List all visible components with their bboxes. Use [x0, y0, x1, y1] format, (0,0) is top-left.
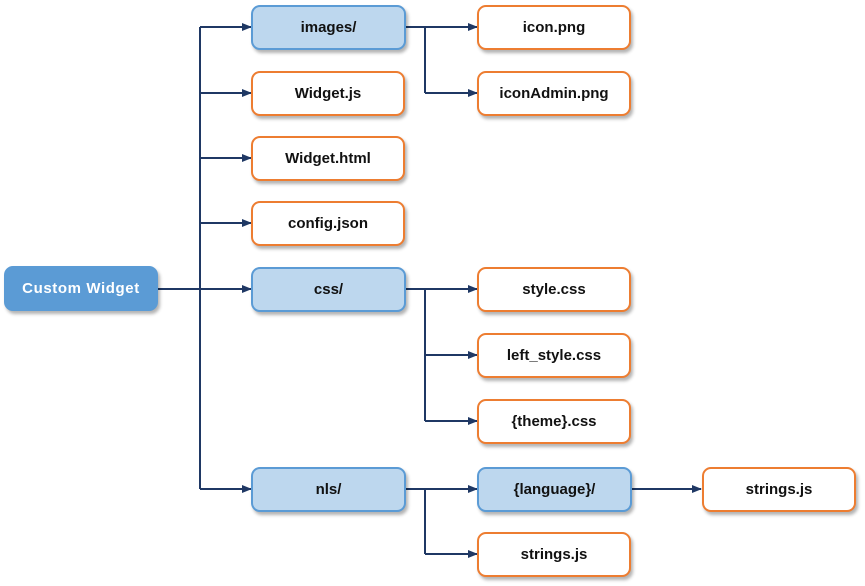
- file-node-left-style-css: left_style.css: [477, 333, 631, 378]
- file-node-theme-css: {theme}.css: [477, 399, 631, 444]
- file-node-widget-js: Widget.js: [251, 71, 405, 116]
- root-node-custom-widget: Custom Widget: [4, 266, 158, 311]
- file-node-nls-strings-js: strings.js: [477, 532, 631, 577]
- folder-node-css: css/: [251, 267, 406, 312]
- file-node-language-strings-js: strings.js: [702, 467, 856, 512]
- folder-node-images: images/: [251, 5, 406, 50]
- file-node-style-css: style.css: [477, 267, 631, 312]
- file-node-widget-html: Widget.html: [251, 136, 405, 181]
- folder-node-language: {language}/: [477, 467, 632, 512]
- file-node-icon-admin-png: iconAdmin.png: [477, 71, 631, 116]
- file-node-icon-png: icon.png: [477, 5, 631, 50]
- file-node-config-json: config.json: [251, 201, 405, 246]
- folder-node-nls: nls/: [251, 467, 406, 512]
